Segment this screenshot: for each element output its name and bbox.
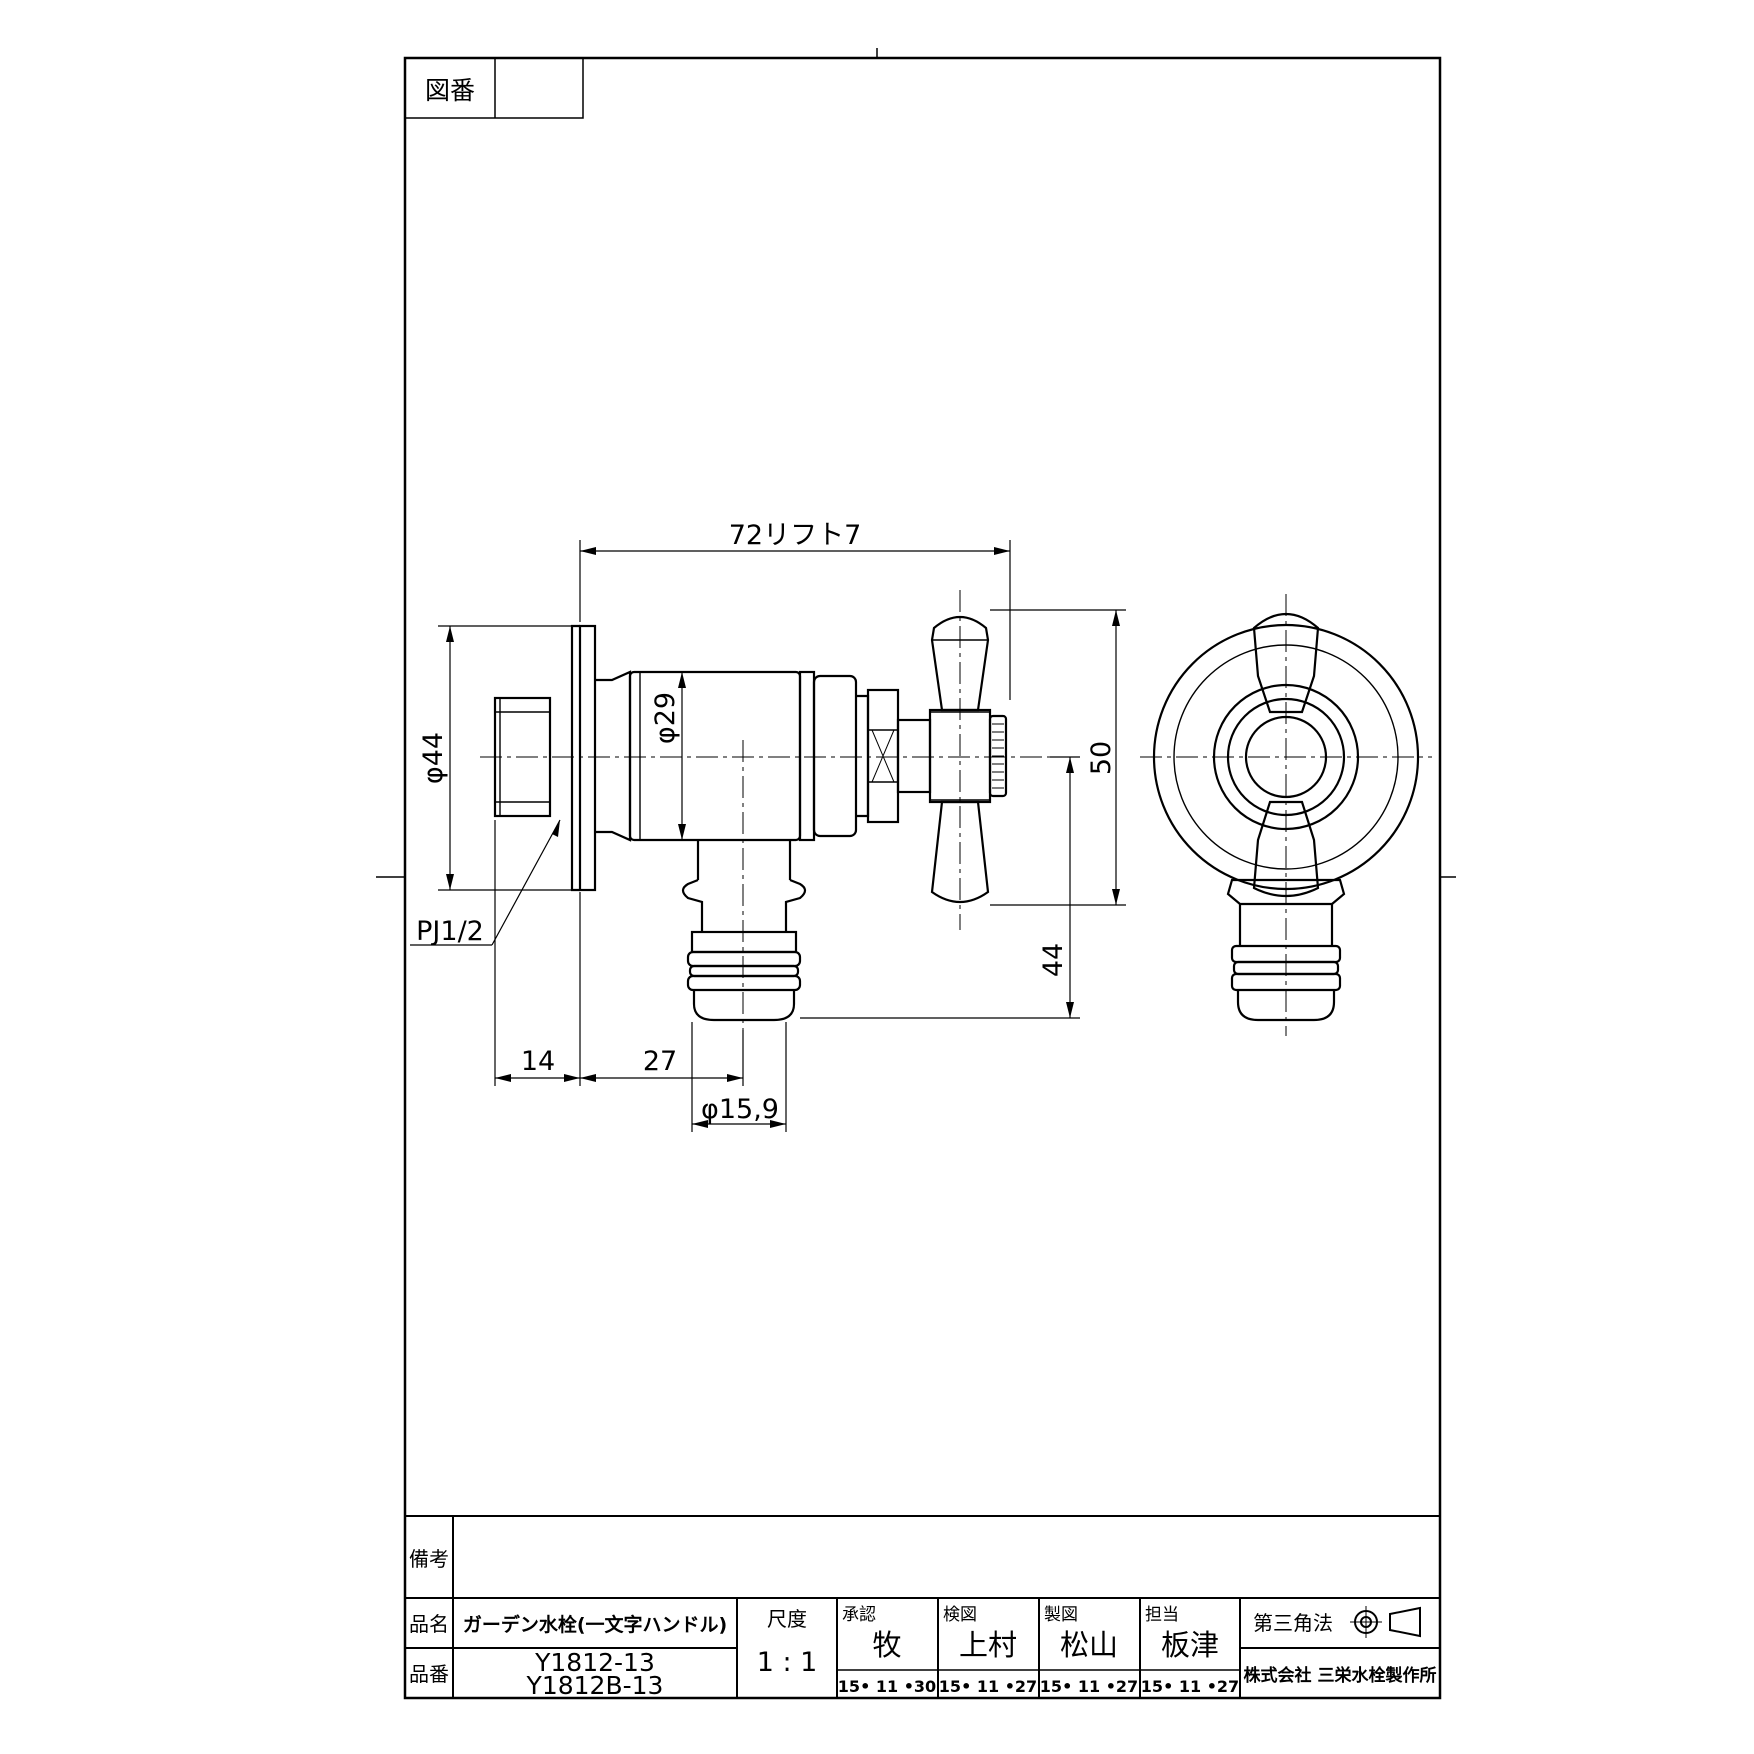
scale-label: 尺度 — [767, 1607, 807, 1631]
hose-connector — [690, 930, 798, 954]
approval-date-4: 15• 11 •27 — [1141, 1677, 1239, 1696]
approval-date-3: 15• 11 •27 — [1040, 1677, 1138, 1696]
side-view-centerlines — [1140, 594, 1432, 1036]
company-name: 株式会社 三栄水栓製作所 — [1244, 1665, 1437, 1686]
dimension-labels: 72リフト7 φ44 φ29 50 44 PJ1/2 14 27 φ15,9 — [416, 520, 1117, 1125]
product-name: ガーデン水栓(一文字ハンドル) — [463, 1613, 727, 1636]
drawing-frame — [403, 56, 1442, 1700]
centering-marks — [376, 48, 1456, 878]
third-angle-projection-icon — [1350, 1606, 1421, 1638]
bonnet — [812, 674, 858, 838]
front-view-centerlines — [480, 590, 1070, 1030]
approval-role-2: 検図 — [943, 1605, 977, 1625]
remarks-label: 備考 — [409, 1547, 449, 1571]
dimension-arrows — [446, 547, 1120, 1128]
approval-name-3: 松山 — [1060, 1628, 1118, 1662]
partno-label: 品番 — [409, 1662, 449, 1686]
dim-overall-length: 72リフト7 — [729, 520, 862, 551]
wall-flange — [578, 624, 597, 892]
approval-name-2: 上村 — [959, 1628, 1017, 1662]
approval-role-3: 製図 — [1044, 1605, 1078, 1625]
dim-thread-len: 14 — [521, 1046, 555, 1077]
part-number-2: Y1812B-13 — [526, 1671, 664, 1700]
dim-spout-height: 44 — [1038, 943, 1069, 977]
approval-role-1: 承認 — [842, 1605, 876, 1625]
drawing-number-label: 図番 — [425, 76, 475, 105]
projection-label: 第三角法 — [1253, 1611, 1333, 1635]
drawing-number-box — [404, 57, 584, 119]
approval-name-1: 牧 — [872, 1628, 901, 1662]
dim-thread: PJ1/2 — [416, 916, 484, 947]
spout-stem — [696, 840, 792, 880]
dim-handle-length: 50 — [1086, 741, 1117, 775]
dim-spout-dia: φ15,9 — [701, 1094, 779, 1125]
approval-date-1: 15• 11 •30 — [838, 1677, 936, 1696]
approval-role-4: 担当 — [1145, 1605, 1179, 1625]
approval-name-4: 板津 — [1161, 1628, 1219, 1662]
front-view — [493, 615, 1008, 1022]
name-label: 品名 — [409, 1612, 449, 1636]
dim-flange-dia: φ44 — [418, 732, 449, 784]
scale-value: 1 : 1 — [757, 1647, 818, 1678]
dim-spout-offset: 27 — [643, 1046, 677, 1077]
part-number-1: Y1812-13 — [534, 1648, 655, 1677]
dimension-lines — [410, 540, 1126, 1132]
title-block-grid — [405, 1515, 1440, 1698]
dim-body-dia: φ29 — [650, 692, 681, 744]
approval-date-2: 15• 11 •27 — [939, 1677, 1037, 1696]
